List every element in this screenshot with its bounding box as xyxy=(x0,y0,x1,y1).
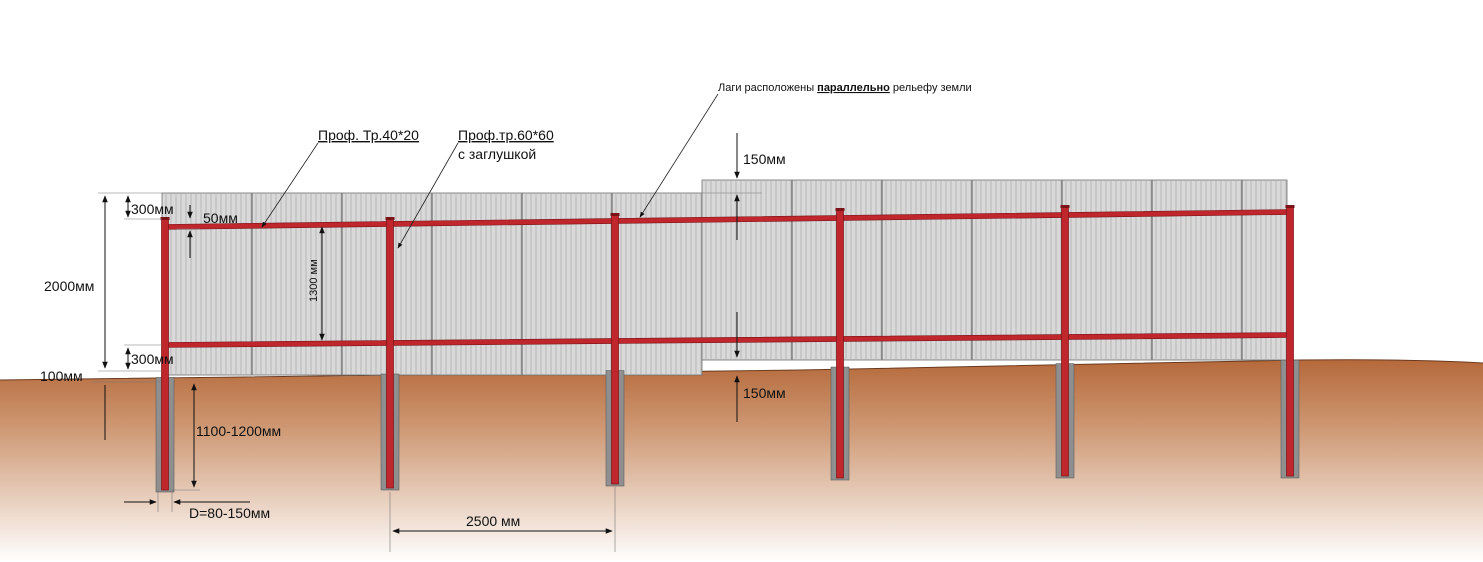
leader-lag-note xyxy=(639,93,719,218)
fence-post xyxy=(836,209,844,479)
dim-depth-label: 1100-1200мм xyxy=(196,423,281,439)
rail-profile-label: Проф. Тр.40*20 xyxy=(318,127,419,143)
post-cap-label: с заглушкой xyxy=(458,146,536,162)
ground-soil xyxy=(0,359,1483,562)
dim-300-top-label: 300мм xyxy=(131,201,174,217)
fence-post xyxy=(611,214,619,485)
leader-post-profile xyxy=(397,142,459,249)
fence-post xyxy=(1286,206,1294,477)
fence-post xyxy=(1061,206,1069,477)
sheet-panel-body xyxy=(701,179,1288,361)
post-profile-label: Проф.тр.60*60 xyxy=(458,127,554,143)
post-cap xyxy=(610,213,620,216)
post-cap xyxy=(1285,205,1295,208)
sheet-section-right xyxy=(701,179,1288,361)
post-cap xyxy=(385,217,395,220)
fence-posts xyxy=(160,205,1295,491)
post-cap xyxy=(1060,205,1070,208)
post-cap xyxy=(835,208,845,211)
dim-100-label: 100мм xyxy=(40,368,83,384)
dim-300-bottom-label: 300мм xyxy=(131,351,174,367)
lag-note: Лаги расположены параллельно рельефу зем… xyxy=(718,82,972,94)
ground-surface-line xyxy=(0,359,1483,381)
dim-diameter-label: D=80-150мм xyxy=(189,505,270,521)
dim-150-bottom-label: 150мм xyxy=(743,385,786,401)
fence-post xyxy=(386,218,394,489)
dim-1300-label: 1300 мм xyxy=(308,259,320,302)
dim-150-top-label: 150мм xyxy=(743,151,786,167)
dim-2000-label: 2000мм xyxy=(44,278,94,294)
leader-rail-profile xyxy=(261,142,319,228)
dim-span-label: 2500 мм xyxy=(466,513,520,529)
post-cap xyxy=(160,217,170,220)
dim-50-label: 50мм xyxy=(203,210,238,226)
